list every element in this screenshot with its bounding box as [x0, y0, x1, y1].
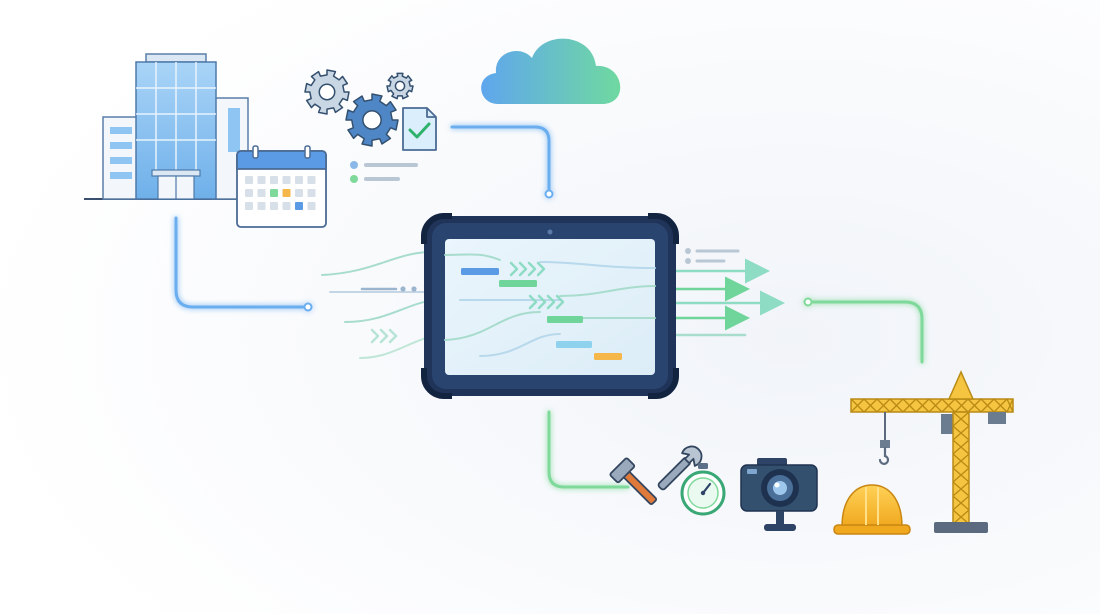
- camera-icon: [740, 458, 818, 531]
- tablet-status-lines: [685, 248, 740, 264]
- cloud-icon: [481, 38, 621, 104]
- office-building-icon: [84, 53, 249, 200]
- connector-office-to-tablet: [174, 216, 313, 312]
- checked-document-icon: [402, 107, 437, 151]
- connector-cloud-to-tablet: [450, 125, 554, 199]
- calendar-grid: [245, 176, 316, 210]
- gear-status-lines: [350, 161, 418, 183]
- outgoing-arrows: [670, 258, 785, 337]
- tower-crane-icon: [850, 370, 1014, 533]
- stopwatch-icon: [680, 463, 726, 516]
- tablet-camera-dot: [547, 229, 553, 235]
- connector-tablet-to-crane: [803, 297, 924, 364]
- incoming-chevrons-icon: [370, 328, 398, 344]
- data-flow-streams: [321, 250, 441, 359]
- connector-tablet-to-tools: [547, 410, 630, 489]
- tablet-gantt-bars: [461, 268, 622, 360]
- calendar-icon: [236, 145, 327, 228]
- wrench-hammer-icon: [609, 445, 703, 506]
- hard-hat-icon: [833, 484, 911, 535]
- tablet-chevrons-icon: [509, 261, 565, 310]
- rugged-tablet-icon: [421, 213, 679, 399]
- gears-icon: [304, 69, 414, 147]
